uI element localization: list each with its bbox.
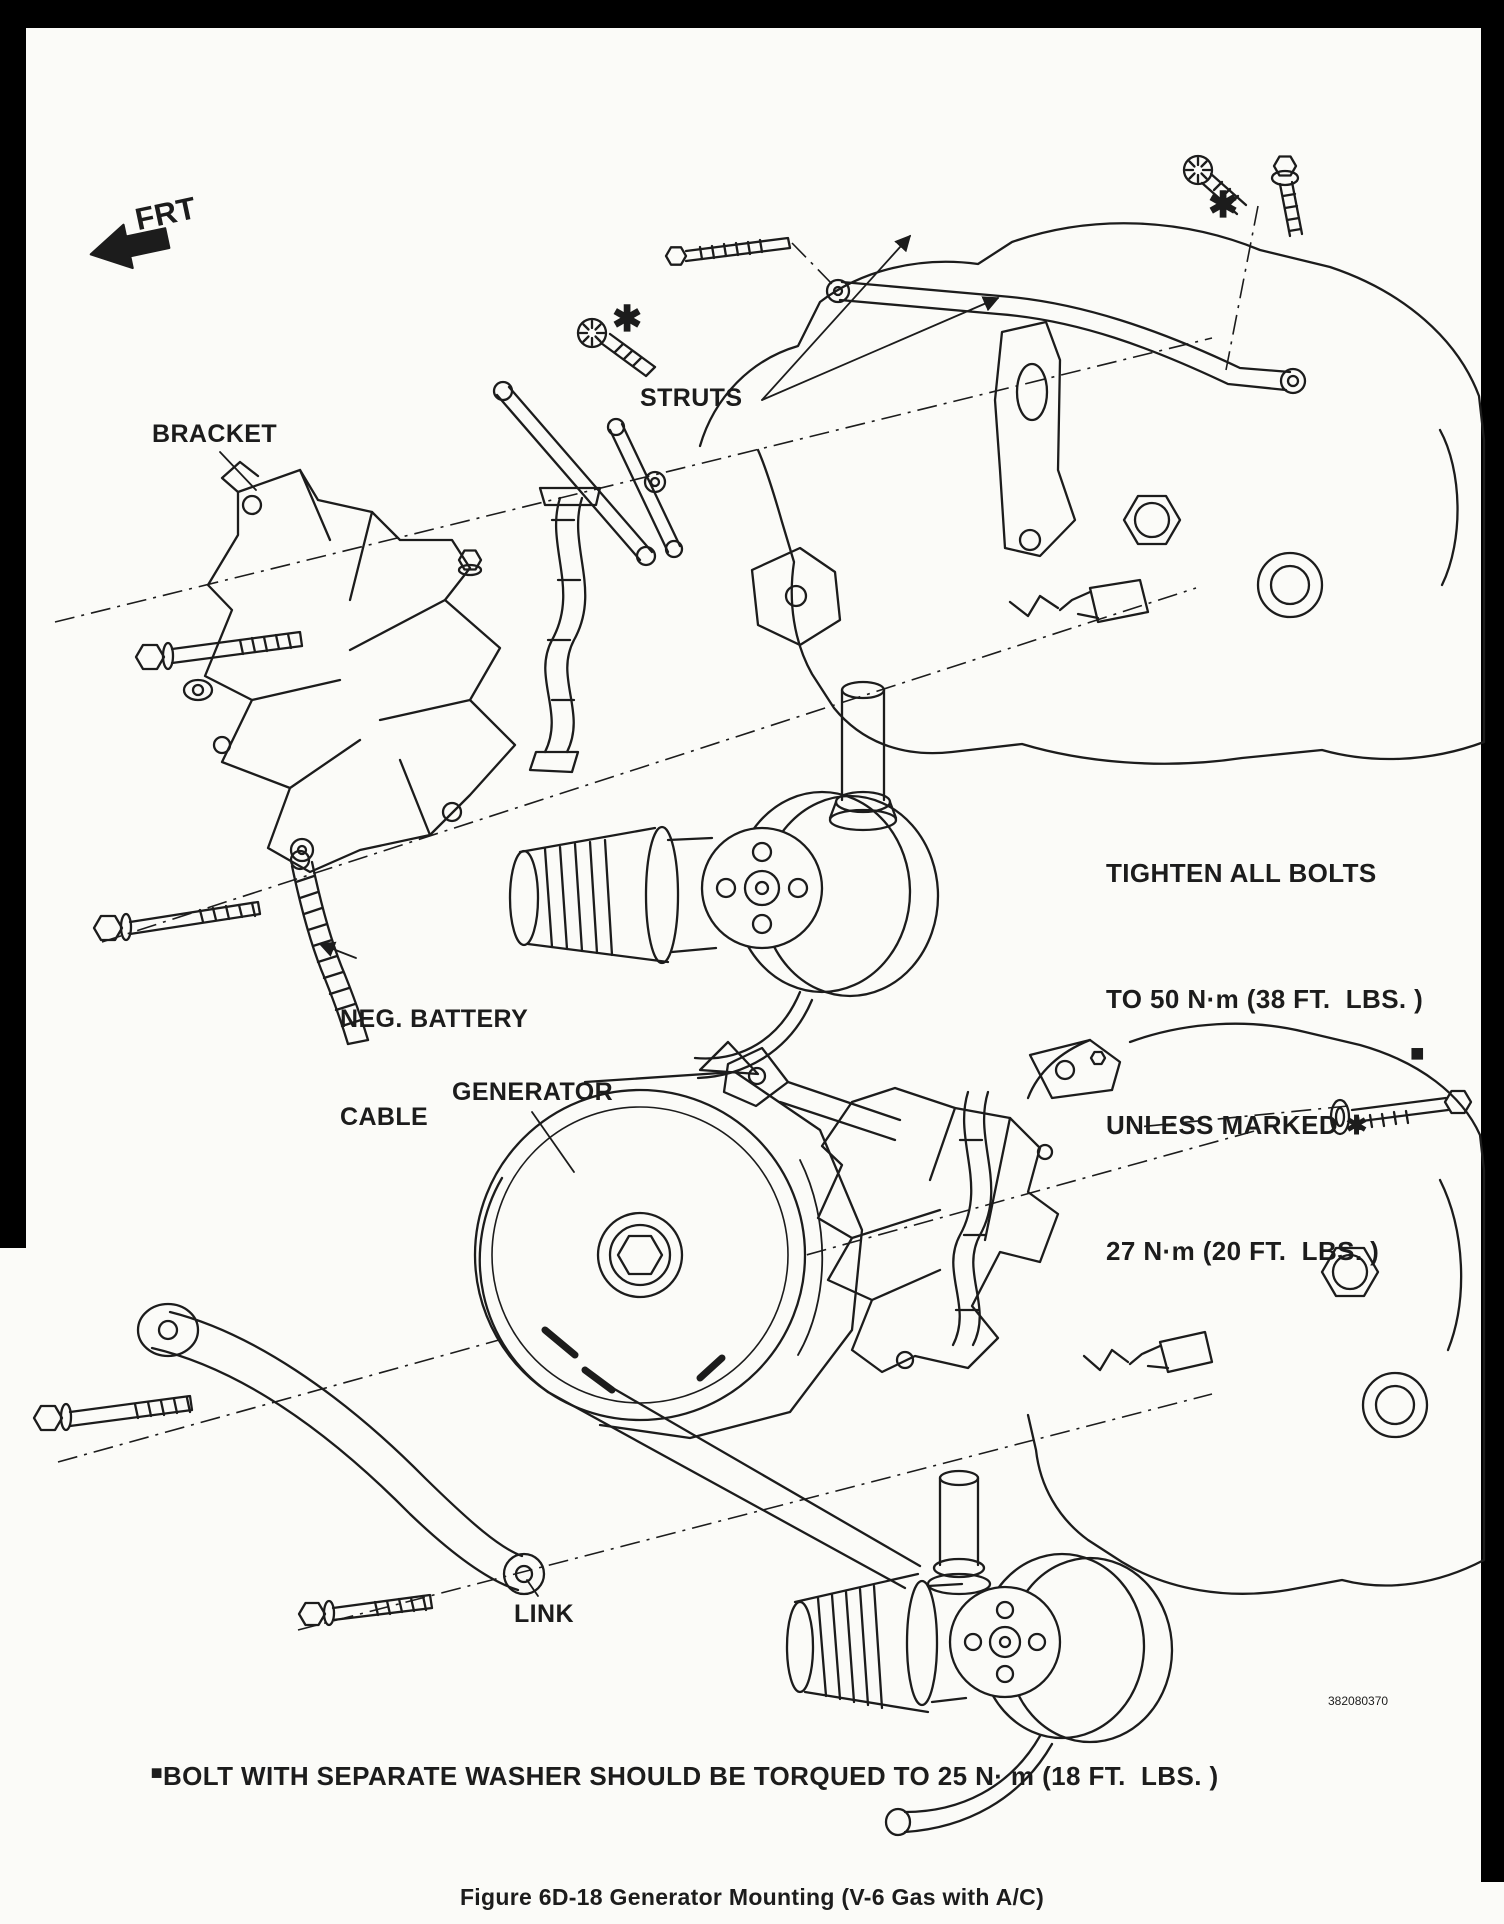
scan-border-right [1481, 0, 1504, 1882]
torque-note-line-1: TIGHTEN ALL BOLTS [1106, 858, 1377, 888]
asterisk-marker-left: ✱ [612, 298, 643, 339]
lower-fasteners [32, 1089, 1473, 1627]
lower-leaders [526, 1111, 575, 1597]
scan-border-left [0, 0, 26, 1248]
label-generator: GENERATOR [452, 1078, 614, 1106]
struts-drawing [492, 278, 1307, 567]
asterisk-marker-top: ✱ [1208, 184, 1239, 225]
label-link: LINK [514, 1600, 574, 1628]
upper-leaders [219, 234, 1000, 959]
torque-note-line-3: UNLESS MARKED ✱ [1106, 1110, 1368, 1140]
bolt-washer-note-text: BOLT WITH SEPARATE WASHER SHOULD BE TORQ… [162, 1760, 1219, 1791]
bolt-washer-note: ■BOLT WITH SEPARATE WASHER SHOULD BE TOR… [120, 1726, 1219, 1827]
water-pump-pulley-lower [785, 1552, 1174, 1837]
upper-assembly-drawing [92, 154, 1486, 1080]
water-outlet [828, 680, 898, 832]
water-pump-pulley [508, 790, 940, 1080]
frt-arrow-icon [89, 223, 171, 270]
torque-note-line-4: 27 N·m (20 FT. LBS. ) [1106, 1236, 1380, 1266]
label-neg-battery-line1: NEG. BATTERY [340, 1005, 529, 1033]
label-struts: STRUTS [640, 384, 743, 412]
engine-block-outline-lower [1026, 1022, 1486, 1595]
water-outlet-lower [926, 1469, 992, 1596]
lower-assembly-drawing [32, 1022, 1486, 1837]
square-marker-drawing: ■ [1410, 1040, 1425, 1067]
part-number: 382080370 [1328, 1694, 1389, 1708]
label-bracket: BRACKET [152, 420, 278, 448]
link-drawing [136, 1302, 546, 1596]
label-neg-battery-cable: NEG. BATTERY CABLE [340, 938, 528, 1198]
battery-cable [289, 837, 370, 1046]
figure-caption: Figure 6D-18 Generator Mounting (V-6 Gas… [459, 1884, 1045, 1910]
torque-note: TIGHTEN ALL BOLTS TO 50 N·m (38 FT. LBS.… [1106, 768, 1423, 1356]
label-neg-battery-line2: CABLE [340, 1102, 429, 1131]
rear-brace [528, 486, 602, 774]
scan-border-top [0, 0, 1504, 28]
engine-block-outline [698, 222, 1486, 765]
upper-fasteners [92, 154, 1304, 942]
torque-note-line-2: TO 50 N·m (38 FT. LBS. ) [1106, 984, 1424, 1014]
lower-bracket [722, 1038, 1122, 1374]
upper-bracket [182, 460, 517, 874]
generator-drawing [473, 1040, 922, 1590]
square-marker-note: ■ [150, 1761, 163, 1784]
